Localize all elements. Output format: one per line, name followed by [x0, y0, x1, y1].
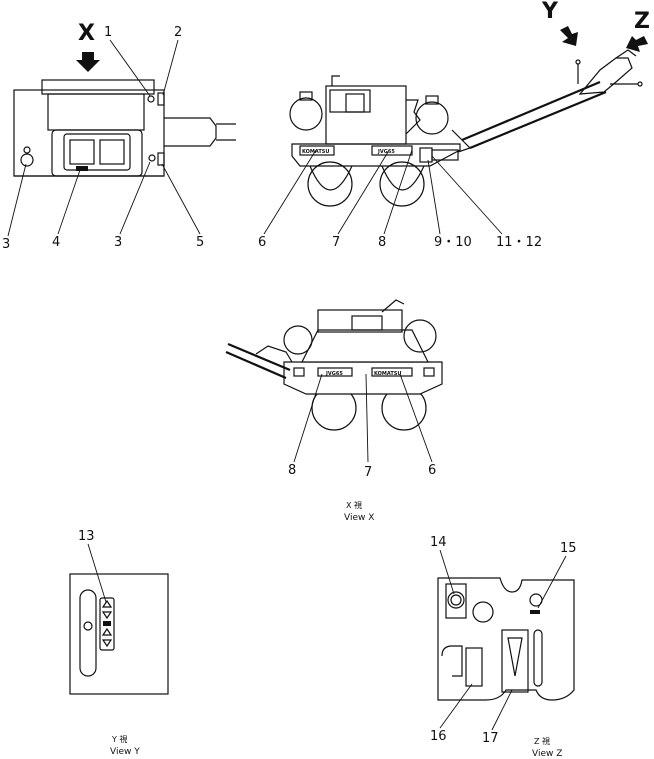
callout-1: 1 — [104, 25, 112, 40]
callout-6-front: 6 — [428, 463, 436, 478]
decal-15 — [530, 610, 540, 614]
front-decal-komatsu: KOMATSU — [374, 371, 401, 377]
top-view: X 1 2 3 4 3 5 — [2, 21, 236, 252]
side-decal-komatsu: KOMATSU — [302, 149, 329, 155]
callout-16: 16 — [430, 729, 447, 744]
callout-4: 4 — [52, 235, 60, 250]
callout-8-front: 8 — [288, 463, 296, 478]
view-y: 13 Y 視 View Y — [69, 529, 169, 757]
caption-jp-view-x: X 視 — [346, 501, 362, 510]
callout-11-12: 11・12 — [496, 235, 542, 250]
view-marker-z-label: Z — [634, 9, 650, 34]
caption-en-view-x: View X — [344, 513, 374, 523]
callout-5: 5 — [196, 235, 204, 250]
view-x: JVG65 KOMATSU 8 7 6 X 視 View X — [225, 299, 443, 523]
side-decal-model: JVG65 — [377, 149, 395, 155]
view-z-arrow-icon — [626, 36, 648, 52]
view-marker-x-label: X — [78, 21, 95, 46]
callout-14: 14 — [430, 535, 447, 550]
view-x-arrow-icon — [76, 52, 100, 72]
callout-13: 13 — [78, 529, 95, 544]
view-y-arrow-icon — [560, 26, 578, 46]
decal-4 — [76, 166, 88, 171]
callout-9-10: 9・10 — [434, 235, 472, 250]
switch-indicator-icon — [103, 621, 111, 626]
view-z: 14 15 16 17 Z 視 View Z — [430, 535, 577, 759]
callout-3a: 3 — [2, 237, 10, 252]
caption-jp-view-y: Y 視 — [111, 735, 127, 744]
callout-2: 2 — [174, 25, 182, 40]
callout-8: 8 — [378, 235, 386, 250]
caption-en-view-z: View Z — [532, 749, 562, 759]
side-view: Y Z KOMATSU JVG65 — [258, 0, 650, 250]
caption-jp-view-z: Z 視 — [534, 737, 550, 746]
callout-3b: 3 — [114, 235, 122, 250]
callout-7-front: 7 — [364, 465, 372, 480]
caption-en-view-y: View Y — [110, 747, 140, 757]
front-decal-model: JVG65 — [325, 371, 343, 377]
callout-7: 7 — [332, 235, 340, 250]
view-marker-y-label: Y — [541, 0, 559, 24]
callout-15: 15 — [560, 541, 577, 556]
callout-6: 6 — [258, 235, 266, 250]
callout-17: 17 — [482, 731, 499, 746]
